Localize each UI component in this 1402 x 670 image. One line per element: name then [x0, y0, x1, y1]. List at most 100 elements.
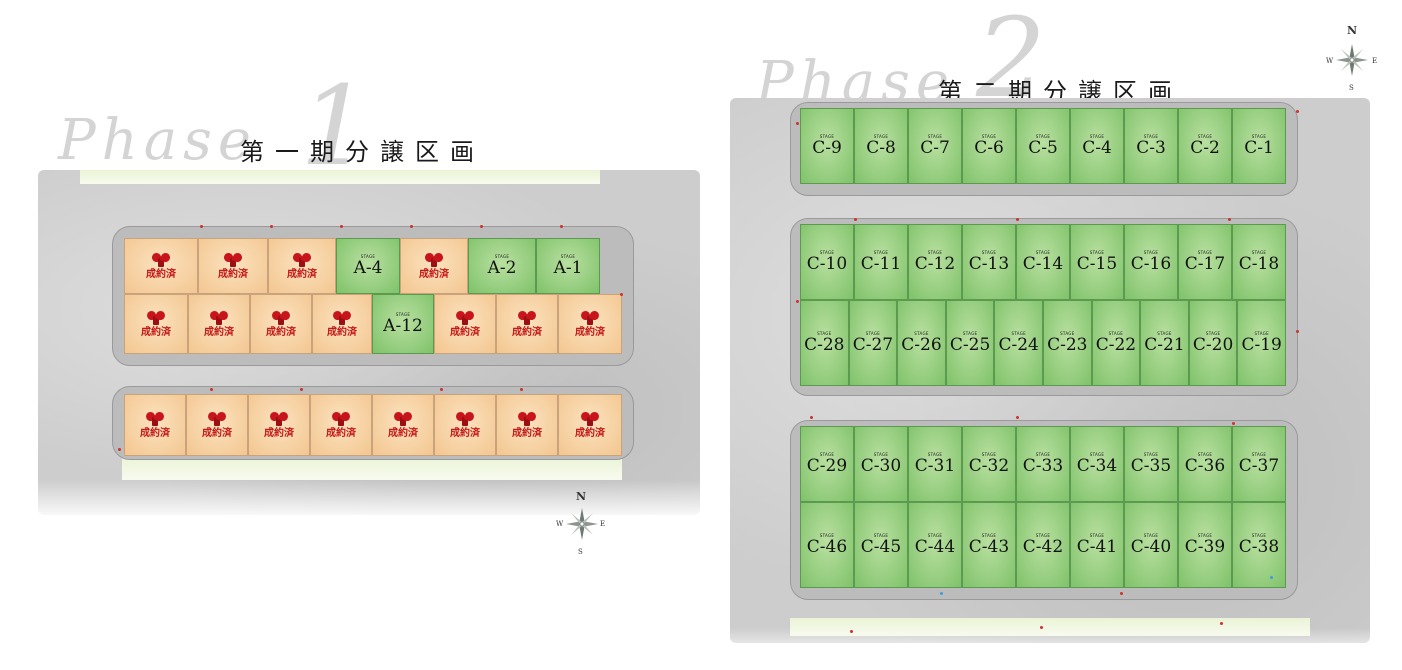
- stage-label: STAGE: [1197, 533, 1213, 538]
- phase1-lot[interactable]: 成約済: [248, 394, 310, 456]
- phase1-lot[interactable]: 成約済: [558, 294, 622, 354]
- phase1-lot[interactable]: 成約済: [124, 394, 186, 456]
- sold-ribbon-icon: [147, 309, 165, 325]
- lot-number: A-12: [383, 316, 423, 336]
- phase1-lot[interactable]: 成約済: [434, 394, 496, 456]
- road-marker: [340, 225, 343, 228]
- phase1-lot[interactable]: 成約済: [312, 294, 372, 354]
- phase1-lot[interactable]: 成約済: [124, 294, 188, 354]
- phase1-lot[interactable]: 成約済: [198, 238, 268, 294]
- phase1-lot[interactable]: 成約済: [434, 294, 496, 354]
- sold-label: 成約済: [419, 269, 449, 280]
- lot-number: C-16: [1130, 254, 1172, 274]
- lot-number: C-31: [914, 456, 956, 476]
- lot-number: C-27: [852, 335, 894, 355]
- phase1-lot[interactable]: 成約済: [188, 294, 250, 354]
- road-marker: [1296, 330, 1299, 333]
- phase1-lot[interactable]: 成約済: [268, 238, 336, 294]
- phase1-lot[interactable]: 成約済: [496, 394, 558, 456]
- phase1-lot[interactable]: 成約済: [400, 238, 468, 294]
- lot-number: C-43: [968, 537, 1010, 557]
- road-marker: [810, 416, 813, 419]
- phase1-lot[interactable]: 成約済: [372, 394, 434, 456]
- sold-ribbon-icon: [456, 410, 474, 426]
- stage-label: STAGE: [1251, 533, 1267, 538]
- compass-rose-icon: [1336, 44, 1368, 76]
- sold-label: 成約済: [575, 327, 605, 338]
- phase1-lot[interactable]: 成約済: [558, 394, 622, 456]
- phase1-lot[interactable]: 成約済: [186, 394, 248, 456]
- phase1-lot[interactable]: 成約済: [310, 394, 372, 456]
- lot-number: A-1: [553, 258, 583, 278]
- phase1-lot[interactable]: 成約済: [250, 294, 312, 354]
- stage-label: STAGE: [1157, 331, 1172, 336]
- phase1-lot[interactable]: 成約済: [124, 238, 198, 294]
- stage-label: STAGE: [1011, 331, 1026, 336]
- lot-number: C-41: [1076, 537, 1118, 557]
- stage-label: STAGE: [817, 331, 832, 336]
- phase2-compass: N W E S: [1326, 24, 1377, 96]
- road-marker: [796, 122, 799, 125]
- lot-number: C-40: [1130, 537, 1172, 557]
- stage-label: STAGE: [360, 254, 376, 259]
- phase1-lot[interactable]: 成約済: [496, 294, 558, 354]
- lot-number: C-24: [998, 335, 1039, 355]
- lot-number: C-28: [804, 335, 845, 355]
- stage-label: STAGE: [1197, 452, 1213, 457]
- stage-label: STAGE: [395, 312, 411, 317]
- sold-ribbon-icon: [456, 309, 474, 325]
- sold-label: 成約済: [146, 269, 176, 280]
